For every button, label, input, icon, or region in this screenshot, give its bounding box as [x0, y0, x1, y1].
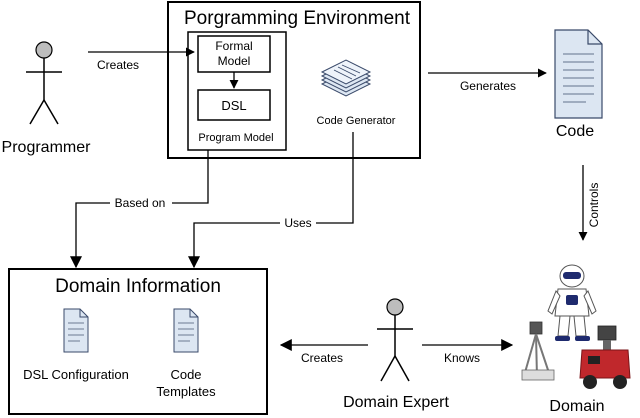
knows-label: Knows [444, 351, 480, 365]
code-templates-label-line2: Templates [156, 384, 216, 399]
mobile-robot-icon [579, 325, 631, 389]
programmer-actor: Programmer [2, 41, 92, 156]
uses-label-bg [280, 215, 316, 231]
code-label: Code [556, 123, 594, 140]
code-templates-label-line1: Code [170, 367, 201, 382]
controls-label: Controls [587, 183, 601, 228]
program-model-box: Formal Model DSL Program Model [187, 31, 287, 151]
formal-model-box [197, 35, 271, 73]
document-icon [554, 29, 603, 119]
document-stack-icon [320, 59, 372, 97]
domain-expert-label: Domain Expert [343, 394, 449, 411]
domain-information-box: Domain Information DSL Configuration [8, 268, 268, 415]
formal-model-label-line1: Formal [215, 39, 252, 53]
humanoid-robot-icon [547, 264, 597, 341]
code-generator: Code Generator [317, 59, 396, 127]
document-icon [63, 308, 89, 353]
dsl-label: DSL [221, 98, 246, 113]
programming-environment-title: Porgramming Environment [184, 8, 411, 29]
creates-label-bottom: Creates [301, 351, 343, 365]
stick-figure-icon [26, 41, 62, 125]
program-model-label: Program Model [198, 132, 273, 144]
creates-label-top: Creates [97, 58, 139, 72]
tripod-robot-icon [521, 321, 555, 381]
stick-figure-icon [377, 298, 413, 382]
formal-model-label-line2: Model [218, 54, 251, 68]
generates-label: Generates [460, 79, 516, 93]
document-icon [173, 308, 199, 353]
code-generator-label: Code Generator [317, 115, 396, 127]
dsl-configuration-label: DSL Configuration [23, 367, 129, 382]
programmer-label: Programmer [2, 139, 92, 156]
domain-robots: Domain [521, 264, 631, 415]
uses-arrow [188, 132, 354, 269]
dsl-box [197, 89, 271, 121]
domain-expert-actor: Domain Expert [343, 298, 449, 411]
dsl-configuration-document: DSL Configuration [23, 308, 129, 382]
domain-information-title: Domain Information [55, 276, 221, 297]
based-on-label-bg [110, 195, 172, 211]
based-on-label: Based on [115, 196, 166, 210]
uses-label: Uses [284, 216, 311, 230]
code-templates-document: Code Templates [156, 308, 216, 399]
code-document: Code [554, 29, 603, 140]
domain-label: Domain [549, 398, 604, 415]
